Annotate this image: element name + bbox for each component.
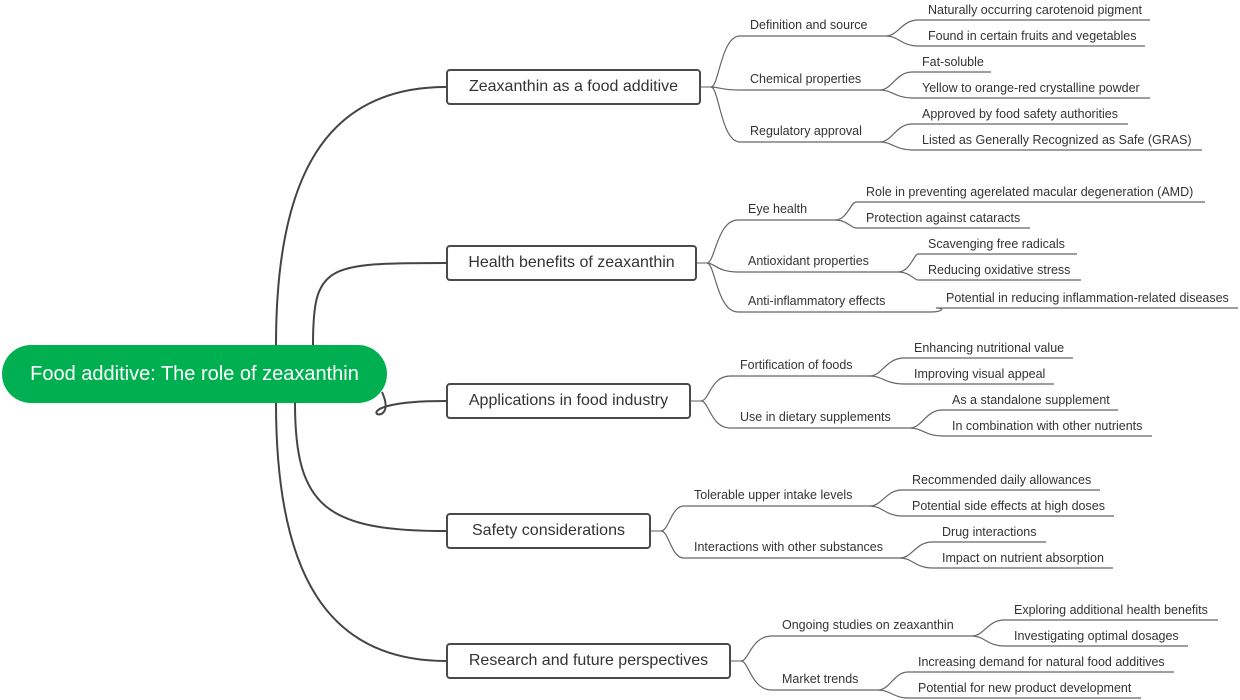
subtopic[interactable]: Market trends: [782, 672, 859, 686]
leaf-topic[interactable]: In combination with other nutrients: [952, 419, 1143, 433]
leaf-connector: [869, 505, 1114, 517]
subtopic[interactable]: Use in dietary supplements: [740, 410, 891, 424]
leaf-topic[interactable]: Yellow to orange-red crystalline powder: [922, 81, 1140, 95]
leaf-connector: [885, 35, 1145, 47]
leaf-connector: [885, 19, 1150, 37]
leaf-connector: [929, 307, 1238, 313]
leaf-connector: [834, 201, 1205, 221]
root-connector: [275, 402, 447, 662]
leaf-connector: [899, 557, 1113, 569]
leaf-topic[interactable]: Naturally occurring carotenoid pigment: [928, 3, 1142, 17]
leaf-topic[interactable]: Potential side effects at high doses: [912, 499, 1105, 513]
leaf-topic[interactable]: Impact on nutrient absorption: [942, 551, 1104, 565]
main-topic-label: Safety considerations: [472, 522, 625, 539]
leaf-topic[interactable]: As a standalone supplement: [952, 393, 1110, 407]
leaf-connector: [869, 375, 1054, 385]
leaf-topic[interactable]: Improving visual appeal: [914, 367, 1046, 381]
subtopic-connector: [706, 262, 898, 273]
root-topic-label: Food additive: The role of zeaxanthin: [30, 362, 359, 385]
subtopic[interactable]: Tolerable upper intake levels: [694, 488, 853, 502]
main-topic[interactable]: Health benefits of zeaxanthin: [446, 245, 697, 281]
leaf-topic[interactable]: Potential in reducing inflammation-relat…: [946, 291, 1229, 305]
subtopic[interactable]: Chemical properties: [750, 72, 862, 86]
main-topic-label: Health benefits of zeaxanthin: [468, 254, 675, 271]
leaf-topic[interactable]: Listed as Generally Recognized as Safe (…: [922, 133, 1192, 147]
leaf-topic[interactable]: Found in certain fruits and vegetables: [928, 29, 1137, 43]
leaf-connector: [879, 141, 1202, 151]
leaf-connector: [879, 123, 1128, 143]
leaf-topic[interactable]: Protection against cataracts: [866, 211, 1021, 225]
root-connector: [312, 262, 447, 346]
subtopic-connector: [740, 660, 878, 691]
root-connector: [375, 391, 447, 416]
leaf-topic[interactable]: Drug interactions: [942, 525, 1037, 539]
leaf-connector: [909, 427, 1152, 437]
leaf-connector: [877, 689, 1141, 699]
main-topic[interactable]: Zeaxanthin as a food additive: [446, 69, 701, 105]
leaf-topic[interactable]: Role in preventing agerelated macular de…: [866, 185, 1194, 199]
subtopic-connector: [660, 505, 870, 532]
subtopic-connector: [710, 35, 886, 88]
subtopic-connector: [740, 635, 972, 662]
subtopic-connector: [706, 219, 835, 264]
leaf-connector: [879, 71, 991, 91]
leaf-connector: [834, 219, 1030, 229]
leaf-connector: [879, 89, 1150, 99]
subtopic[interactable]: Eye health: [748, 202, 808, 216]
leaf-connector: [971, 619, 1218, 637]
leaf-topic[interactable]: Approved by food safety authorities: [922, 107, 1118, 121]
subtopic-connector: [660, 530, 900, 559]
leaf-connector: [971, 635, 1188, 647]
subtopic-connector: [706, 262, 930, 313]
subtopic[interactable]: Ongoing studies on zeaxanthin: [782, 618, 954, 632]
subtopic[interactable]: Regulatory approval: [750, 124, 862, 138]
leaf-topic[interactable]: Increasing demand for natural food addit…: [918, 655, 1165, 669]
subtopic-connector: [700, 400, 910, 429]
main-topic[interactable]: Safety considerations: [446, 513, 651, 549]
leaf-topic[interactable]: Exploring additional health benefits: [1014, 603, 1208, 617]
root-topic[interactable]: Food additive: The role of zeaxanthin: [2, 345, 387, 403]
subtopic[interactable]: Anti-inflammatory effects: [748, 294, 886, 308]
leaf-connector: [897, 253, 1077, 273]
main-topic[interactable]: Research and future perspectives: [446, 643, 731, 679]
subtopic[interactable]: Definition and source: [750, 18, 868, 32]
leaf-connector: [869, 357, 1073, 377]
leaf-connector: [877, 671, 1174, 691]
subtopic-connector: [700, 375, 870, 402]
root-connector: [275, 86, 447, 346]
leaf-connector: [909, 409, 1118, 429]
leaf-topic[interactable]: Reducing oxidative stress: [928, 263, 1071, 277]
subtopic-connector: [710, 86, 880, 143]
leaf-topic[interactable]: Recommended daily allowances: [912, 473, 1092, 487]
leaf-connector: [869, 489, 1100, 507]
main-topic-label: Research and future perspectives: [468, 652, 709, 669]
subtopic[interactable]: Interactions with other substances: [694, 540, 883, 554]
main-topic-label: Zeaxanthin as a food additive: [468, 78, 679, 95]
leaf-topic[interactable]: Scavenging free radicals: [928, 237, 1065, 251]
leaf-topic[interactable]: Enhancing nutritional value: [914, 341, 1065, 355]
leaf-topic[interactable]: Potential for new product development: [918, 681, 1132, 695]
leaf-connector: [897, 271, 1081, 281]
main-topic-label: Applications in food industry: [468, 392, 669, 409]
subtopic-connector: [710, 86, 880, 91]
leaf-topic[interactable]: Fat-soluble: [922, 55, 984, 69]
leaf-connector: [899, 541, 1046, 559]
main-topic[interactable]: Applications in food industry: [446, 383, 691, 419]
subtopic[interactable]: Fortification of foods: [740, 358, 853, 372]
subtopic[interactable]: Antioxidant properties: [748, 254, 869, 268]
root-connector: [294, 402, 447, 532]
leaf-topic[interactable]: Investigating optimal dosages: [1014, 629, 1179, 643]
